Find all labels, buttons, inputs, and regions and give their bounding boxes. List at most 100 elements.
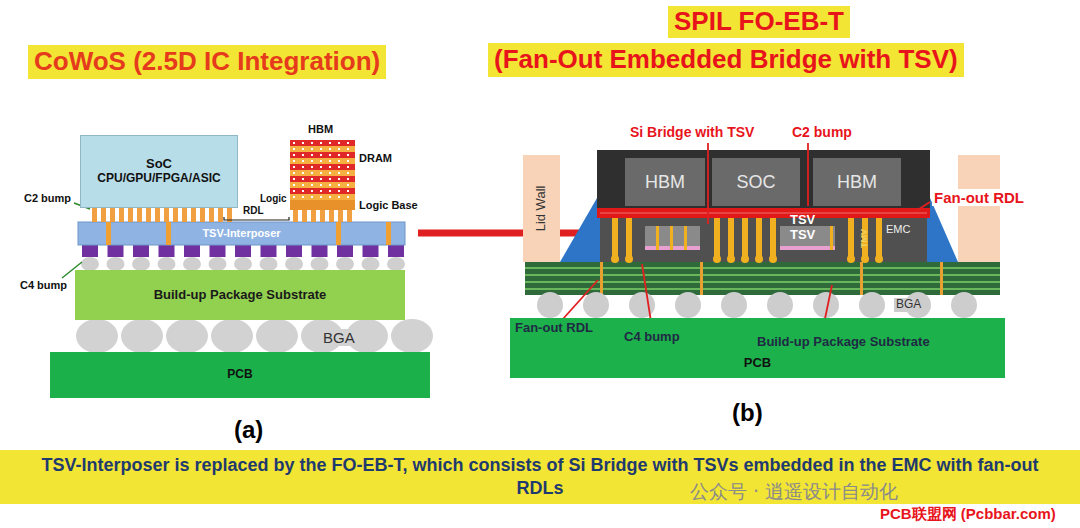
substrate-vias — [600, 262, 603, 295]
tsv-interposer-band — [78, 222, 405, 245]
hbm-stack — [338, 166, 340, 168]
part-name: Logic Base — [359, 199, 418, 212]
left-c4-bumps — [108, 245, 124, 257]
bridge-tsvs — [830, 226, 833, 250]
hbm-stack — [320, 184, 322, 186]
callout-label: C4 bump — [20, 279, 67, 292]
left-c4-bumps — [312, 245, 328, 257]
left-c4-bumps — [210, 245, 226, 257]
heading: (Fan-Out Embedded Bridge with TSV) — [488, 43, 964, 77]
callout-label: Build-up Package Substrate — [757, 335, 930, 350]
left-c2-bumps — [119, 208, 124, 222]
node-title: Lid Wall — [534, 186, 549, 232]
si-bridge — [780, 226, 835, 250]
hbm-stack — [329, 178, 331, 180]
hbm-stack — [338, 184, 340, 186]
interposer-tsvs — [106, 222, 111, 245]
part-name: Logic — [260, 193, 287, 205]
right-bga-balls — [951, 292, 977, 318]
hbm-stack — [329, 190, 331, 192]
hbm-stack — [290, 170, 355, 176]
callout-label: C4 bump — [624, 330, 680, 345]
left-c2-bumps — [164, 208, 169, 222]
hbm-stack — [293, 178, 295, 180]
figure-label: (b) — [732, 399, 763, 427]
left-c2-bumps — [92, 208, 352, 222]
substrate-vias — [600, 262, 943, 295]
hbm-stack — [320, 148, 322, 150]
right-bga-balls — [583, 292, 609, 318]
hbm-stack — [320, 154, 322, 156]
copper-pillars — [848, 218, 854, 258]
si-bridge — [645, 226, 700, 250]
hbm-stack — [329, 166, 331, 168]
copper-pillars — [741, 255, 749, 263]
hbm-stack — [338, 160, 340, 162]
soc-die: SoCCPU/GPU/FPGA/ASIC — [80, 135, 238, 208]
node-title: SoC — [146, 157, 172, 172]
copper-pillars — [876, 218, 882, 258]
watermark: 公众号 · 逍遥设计自动化 — [690, 481, 898, 503]
right-bga-balls — [629, 292, 655, 318]
left-c4-bumps — [81, 257, 99, 271]
hbm-stack — [293, 160, 295, 162]
emc — [600, 218, 927, 262]
node-title: SOC — [736, 172, 775, 193]
mold-body — [597, 150, 930, 210]
hbm-stack — [293, 148, 295, 150]
hbm-stack — [302, 148, 304, 150]
bridge-tsvs — [656, 226, 659, 250]
hbm-stack — [311, 142, 313, 144]
lid-wall — [958, 155, 1000, 262]
left-c2-bumps — [146, 208, 151, 222]
heading: SPIL FO-EB-T — [668, 6, 850, 38]
leader-lines — [807, 143, 809, 206]
hbm-stack — [338, 148, 340, 150]
hbm-stack — [290, 152, 355, 158]
hbm-stack — [293, 142, 295, 144]
left-c2-bumps — [320, 210, 325, 222]
hbm-stack — [320, 166, 322, 168]
package-substrate — [525, 262, 1000, 295]
left-c4-bumps — [337, 245, 353, 257]
hbm-stack — [302, 166, 304, 168]
hbm-stack — [338, 190, 340, 192]
hbm-stack — [311, 178, 313, 180]
hbm-stack — [290, 194, 355, 200]
hbm-stack — [311, 196, 313, 198]
hbm-stack — [293, 172, 295, 174]
hbm-stack — [320, 172, 322, 174]
part-name: TMV — [859, 229, 869, 248]
hbm-stack — [302, 190, 304, 192]
hbm-stack — [311, 190, 313, 192]
copper-pillars — [847, 255, 855, 263]
figure-label: (a) — [234, 416, 263, 444]
hbm-stack — [338, 178, 340, 180]
left-bga-balls — [76, 319, 118, 353]
right-bga-balls — [721, 292, 747, 318]
callout-label: Fan-out RDL — [932, 189, 1026, 206]
copper-pillars — [612, 218, 618, 258]
left-c4-bumps — [363, 245, 379, 257]
left-c4-bumps — [234, 257, 252, 271]
interposer-tsvs — [386, 222, 391, 245]
left-c2-bumps — [92, 208, 97, 222]
hbm-stack — [347, 172, 349, 174]
left-c2-bumps — [191, 208, 196, 222]
left-c4-bumps — [388, 245, 404, 257]
hbm-stack — [311, 172, 313, 174]
copper-pillars — [713, 255, 721, 263]
left-c2-bumps — [101, 208, 106, 222]
left-c4-bumps — [336, 257, 354, 271]
hbm-stack — [347, 148, 349, 150]
left-c4-bumps — [261, 245, 277, 257]
hbm-stack — [311, 184, 313, 186]
left-c4-bumps — [285, 257, 303, 271]
copper-pillars — [611, 255, 619, 263]
hbm-stack — [290, 146, 355, 152]
caption-band: TSV-Interposer is replaced by the FO-EB-… — [0, 450, 1080, 504]
substrate-layers — [525, 268, 1000, 289]
part-name: BGA — [894, 298, 923, 312]
hbm-stack — [302, 178, 304, 180]
